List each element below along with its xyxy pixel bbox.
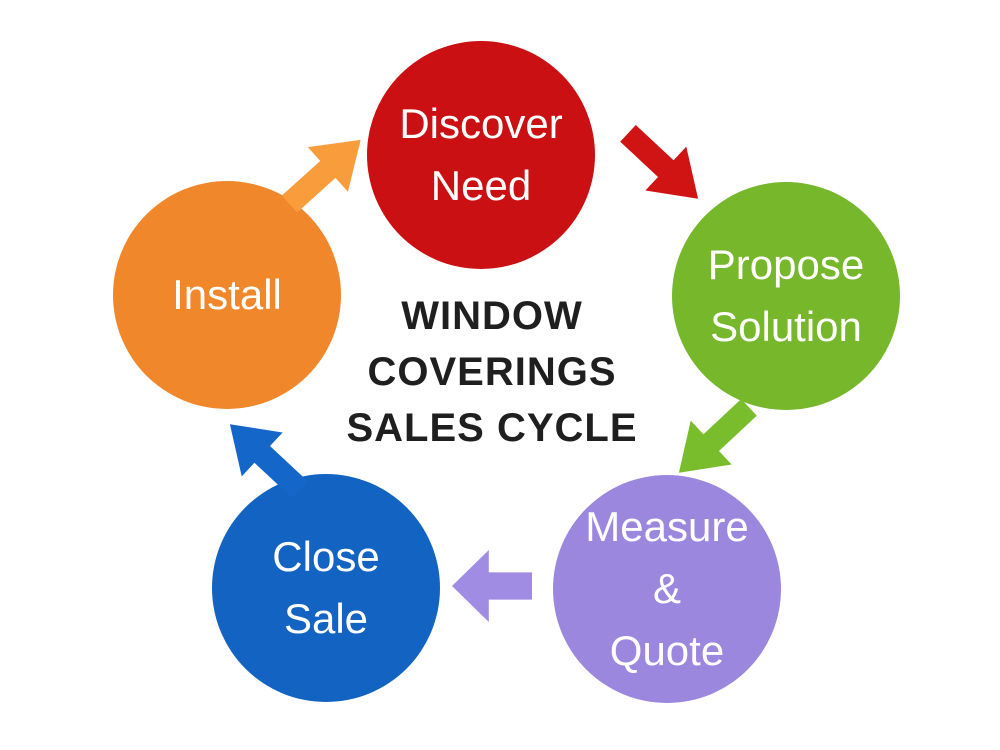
diagram-title: WINDOW COVERINGS SALES CYCLE — [342, 288, 642, 456]
diagram-title-line-2: COVERINGS — [367, 350, 617, 394]
stage-circle-measure-quote: Measure & Quote — [553, 475, 781, 703]
stage-label: Sale — [283, 595, 369, 642]
stage-label: Measure — [585, 503, 749, 550]
diagram-title-line-1: WINDOW — [401, 294, 583, 338]
stage-label: Quote — [609, 627, 725, 674]
stage-circle-close-sale: Close Sale — [212, 474, 440, 702]
arrow-discover-to-propose-icon — [607, 111, 718, 220]
stage-circle-propose-solution: Propose Solution — [672, 182, 900, 410]
diagram-title-line-3: SALES CYCLE — [346, 406, 638, 450]
stage-label: Solution — [710, 303, 862, 350]
arrow-measure-to-close-icon — [452, 550, 532, 622]
stage-label: & — [652, 565, 681, 612]
stage-label: Need — [430, 162, 532, 209]
stage-circle-install: Install — [113, 181, 341, 409]
stage-label: Discover — [399, 100, 563, 147]
stage-circle-discover-need: Discover Need — [367, 41, 595, 269]
stage-label: Close — [272, 533, 380, 580]
stage-label: Install — [172, 271, 282, 318]
stage-label: Propose — [707, 241, 865, 288]
